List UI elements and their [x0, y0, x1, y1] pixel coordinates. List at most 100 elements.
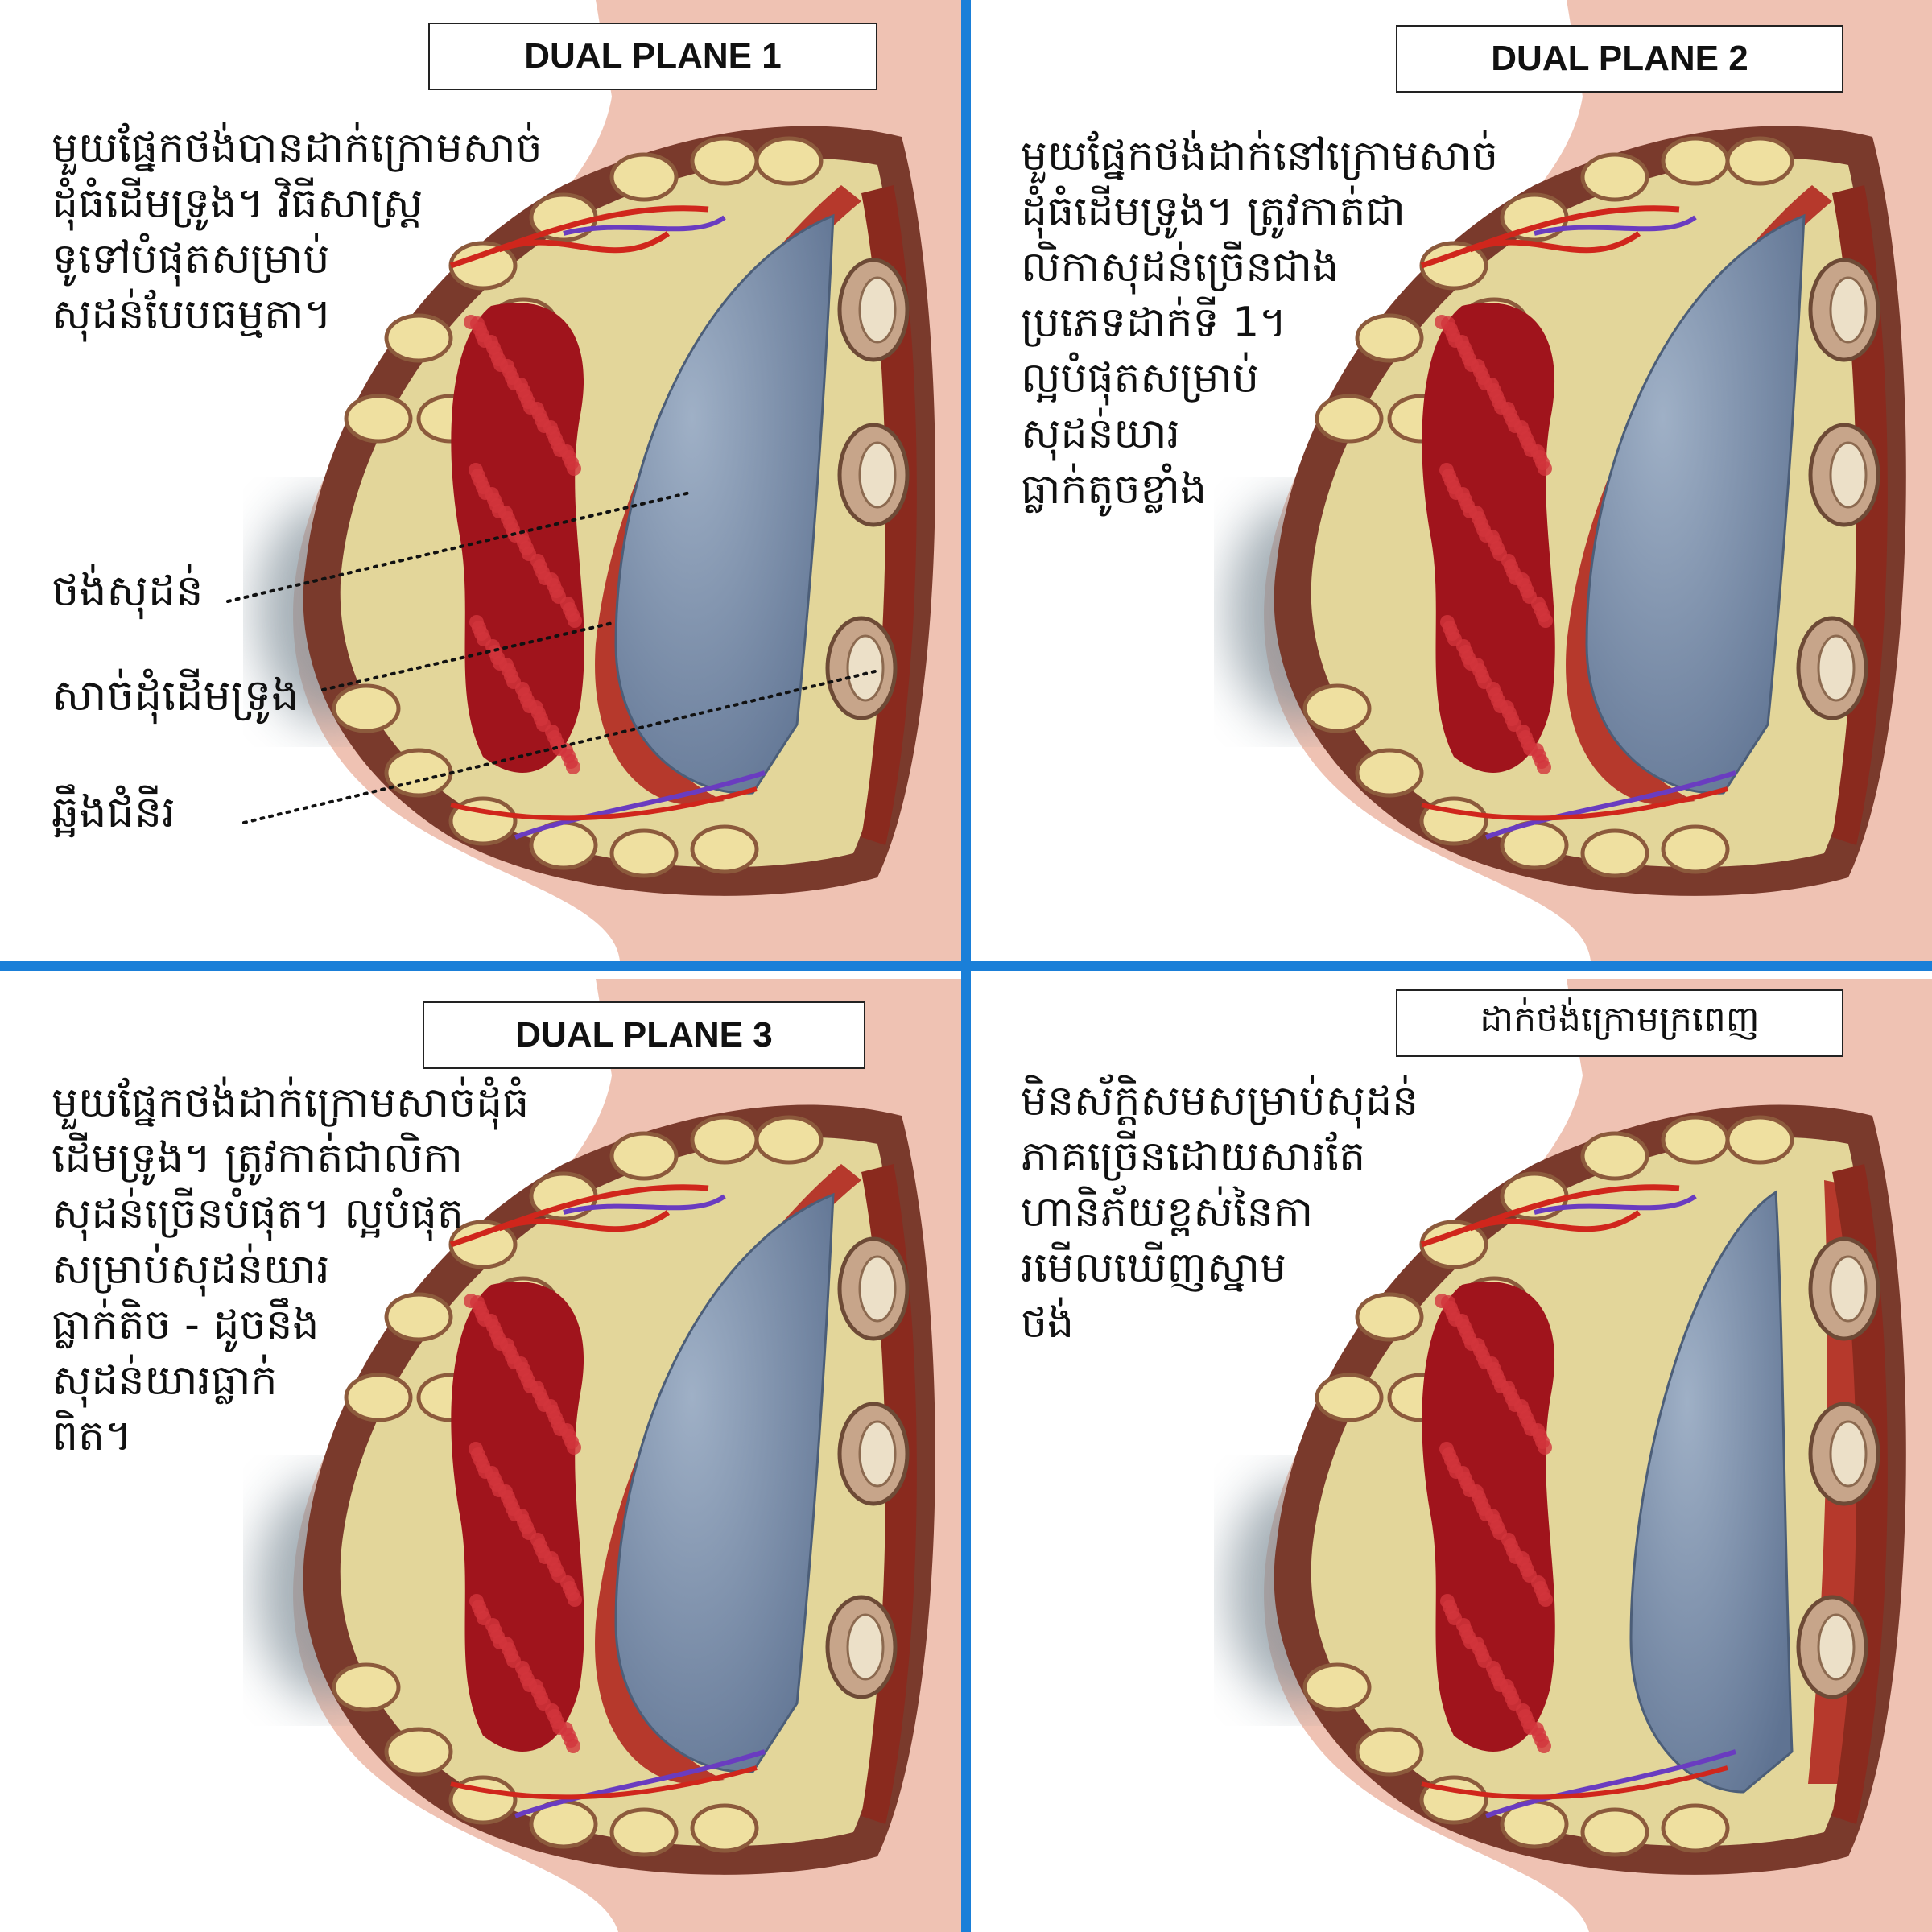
- fat-lobule: [609, 1131, 679, 1181]
- gland-lobule: [1514, 420, 1529, 435]
- gland-lobule: [545, 1703, 559, 1718]
- gland-lobule: [470, 1295, 485, 1310]
- fat-lobule: [1725, 136, 1794, 186]
- gland-lobule: [1531, 597, 1546, 611]
- blood-vessel: [449, 205, 709, 269]
- gland-lobule: [530, 1533, 545, 1547]
- gland-lobule: [469, 1594, 484, 1608]
- panel-description: មួយផ្នែកថង់ដាក់នៅក្រោមសាច់ ដុំធំដើមទ្រូង…: [1021, 132, 1499, 514]
- gland-lobule: [1486, 682, 1501, 696]
- panel-description: មួយផ្នែកថង់ដាក់ក្រោមសាច់ដុំធំ ដើមទ្រូង។ …: [52, 1079, 530, 1460]
- fat-lobule: [1315, 1373, 1384, 1422]
- gland-lobule: [1455, 487, 1470, 502]
- gland-lobule: [1501, 1533, 1516, 1547]
- gland-lobule: [1516, 1703, 1530, 1718]
- panel-subglandular: ដាក់ថង់ក្រោមក្រពេញ មិនស័ក្តិសមសម្រាប់សុដ…: [971, 971, 1932, 1932]
- rib-marrow: [1817, 634, 1856, 702]
- fat-lobule: [1315, 394, 1384, 444]
- fat-lobule: [1355, 1727, 1424, 1777]
- vein: [1484, 215, 1736, 840]
- gland-lobule: [1441, 1295, 1455, 1310]
- gland-lobule: [543, 1399, 558, 1414]
- fat-lobule: [1355, 1292, 1424, 1342]
- panel-description: មិនស័ក្តិសមសម្រាប់សុដន់ ភាគច្រើនដោយសារតែ…: [1021, 1077, 1419, 1348]
- fat-lobule: [754, 136, 824, 186]
- gland-lobule: [529, 700, 543, 715]
- fat-lobule: [1302, 683, 1372, 733]
- breast-implant: [614, 213, 835, 795]
- gland-lobule: [1456, 1618, 1471, 1633]
- gland-lobule: [543, 420, 558, 435]
- gland-lobule: [560, 1575, 575, 1590]
- gland-lobule: [500, 1338, 514, 1352]
- gland-lobule: [544, 1551, 559, 1566]
- blood-vessel: [1420, 1184, 1680, 1248]
- gland-lobule: [514, 530, 529, 544]
- fat-lobule: [1355, 313, 1424, 363]
- rib-marrow: [858, 1255, 897, 1323]
- label-ribs: ឆ្អឹងជំនីរ: [52, 786, 176, 837]
- gland-lobule: [485, 487, 499, 502]
- rib-marrow: [1829, 1420, 1868, 1488]
- gland-lobule: [515, 1661, 530, 1675]
- gland-lobule: [1471, 1338, 1485, 1352]
- gland-lobule: [1530, 743, 1544, 758]
- fat-lobule: [1725, 1115, 1794, 1165]
- panel-title: DUAL PLANE 3: [423, 1001, 865, 1069]
- fat-lobule: [1580, 828, 1649, 878]
- gland-lobule: [1455, 335, 1469, 349]
- gland-lobule: [1530, 1722, 1544, 1736]
- fat-lobule: [1661, 136, 1730, 186]
- gland-lobule: [1501, 1381, 1515, 1395]
- panel-dual-plane-2: DUAL PLANE 2 មួយផ្នែកថង់ដាក់នៅក្រោមសាច់ …: [971, 0, 1932, 961]
- fat-lobule: [384, 1292, 453, 1342]
- breast-illustration: [1228, 0, 1932, 961]
- panel-title: ដាក់ថង់ក្រោមក្រពេញ: [1396, 989, 1843, 1057]
- gland-lobule: [530, 554, 545, 568]
- gland-lobule: [529, 1679, 543, 1694]
- fat-lobule: [384, 313, 453, 363]
- rib-marrow: [1829, 276, 1868, 344]
- fat-lobule: [1661, 824, 1730, 874]
- gland-lobule: [514, 378, 528, 392]
- vein: [1484, 1194, 1736, 1818]
- gland-lobule: [499, 658, 514, 672]
- gland-lobule: [514, 1356, 528, 1371]
- gland-lobule: [559, 444, 574, 459]
- rib-marrow: [1829, 441, 1868, 509]
- gland-lobule: [515, 682, 530, 696]
- gland-lobule: [1484, 1356, 1499, 1371]
- breast-illustration: [1228, 979, 1932, 1932]
- rib-marrow: [846, 1613, 885, 1681]
- breast-implant: [1585, 213, 1806, 795]
- fat-lobule: [1580, 1807, 1649, 1857]
- gland-lobule: [1440, 615, 1455, 630]
- gland-lobule: [1484, 378, 1499, 392]
- fat-lobule: [1661, 1803, 1730, 1853]
- gland-lobule: [1500, 700, 1514, 715]
- gland-lobule: [530, 1381, 544, 1395]
- breast-illustration: [258, 0, 961, 961]
- fat-lobule: [609, 152, 679, 202]
- fat-lobule: [1580, 152, 1649, 202]
- leader-lines: [226, 491, 877, 824]
- gland-lobule: [500, 359, 514, 374]
- gland-lobule: [1439, 1442, 1454, 1456]
- blood-vessel: [449, 1184, 709, 1248]
- fat-lobule: [332, 683, 401, 733]
- gland-lobule: [1530, 444, 1545, 459]
- rib-marrow: [858, 441, 897, 509]
- gland-lobule: [485, 1466, 499, 1480]
- fat-lobule: [332, 1662, 401, 1712]
- fat-lobule: [609, 1807, 679, 1857]
- blood-vessel: [1421, 786, 1728, 821]
- gland-lobule: [485, 1618, 500, 1633]
- rib-marrow: [858, 1420, 897, 1488]
- vein: [514, 215, 766, 840]
- gland-lobule: [1515, 572, 1530, 587]
- panel-dual-plane-3: DUAL PLANE 3 មួយផ្នែកថង់ដាក់ក្រោមសាច់ដុំ…: [0, 971, 961, 1932]
- fat-lobule: [690, 824, 759, 874]
- fat-lobule: [1302, 1662, 1372, 1712]
- fat-lobule: [1580, 1131, 1649, 1181]
- gland-lobule: [469, 1442, 483, 1456]
